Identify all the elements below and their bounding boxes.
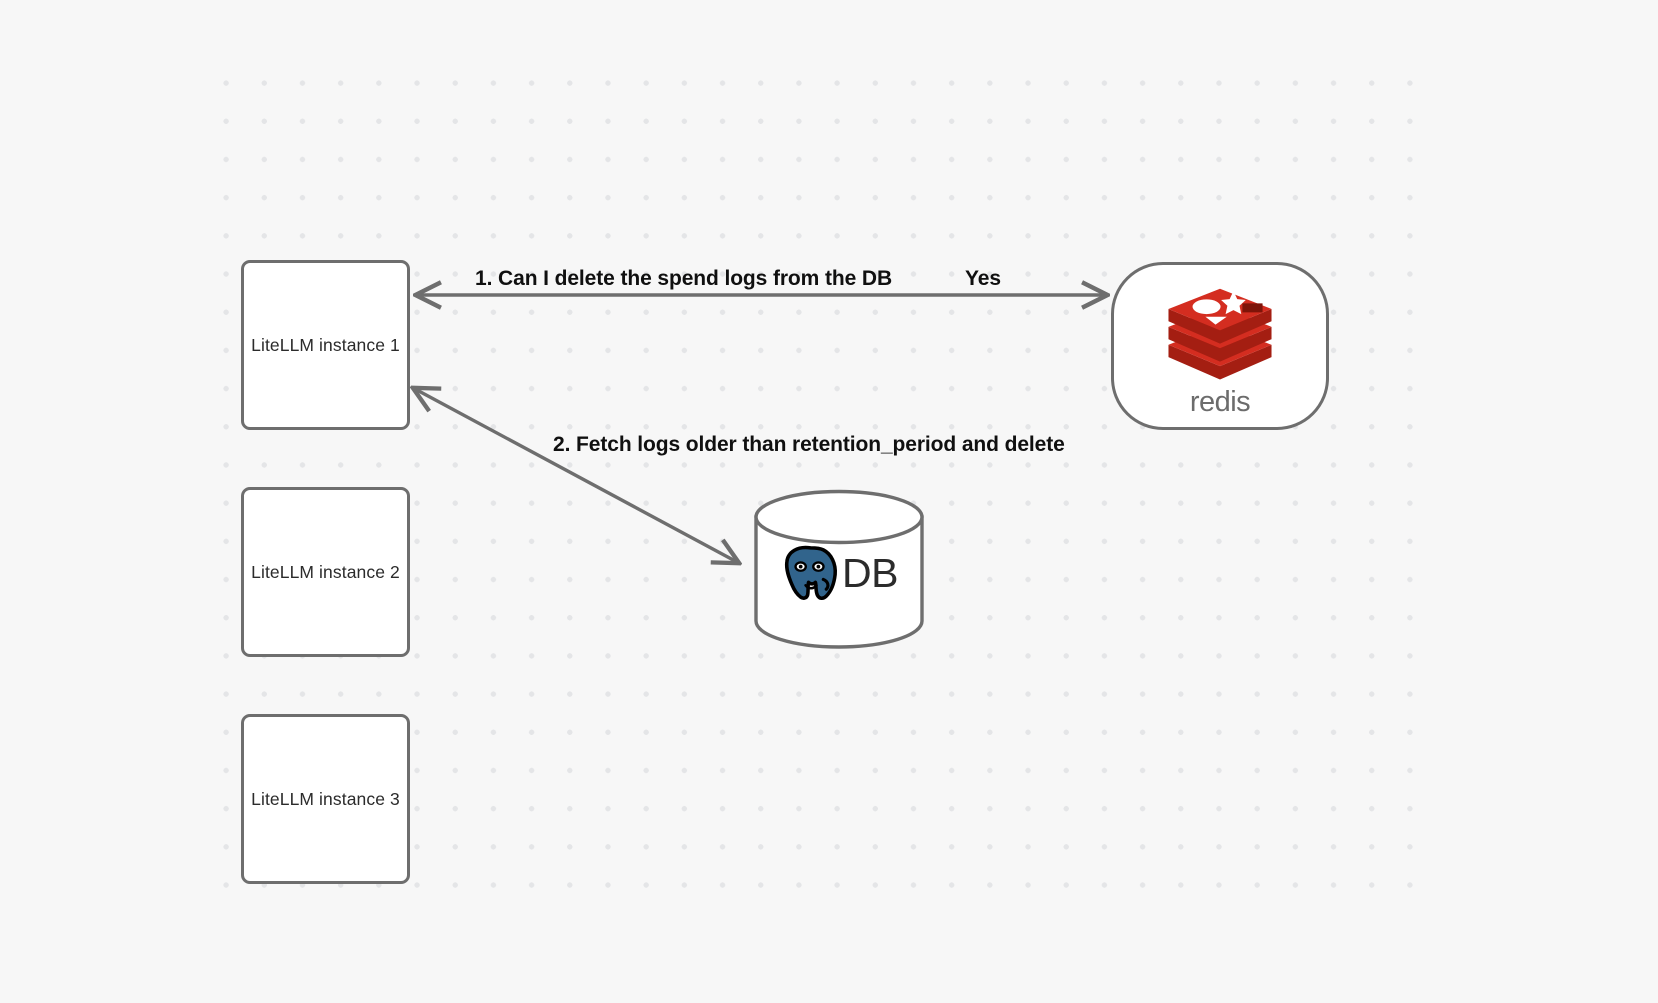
database-logo-group: DB xyxy=(753,523,925,623)
edge-label-step-2: 2. Fetch logs older than retention_perio… xyxy=(553,433,1065,456)
redis-logo-icon xyxy=(1168,288,1272,380)
node-litellm-instance-2[interactable]: LiteLLM instance 2 xyxy=(241,487,410,657)
database-label: DB xyxy=(842,549,898,596)
edge-label-step-1: 1. Can I delete the spend logs from the … xyxy=(475,267,893,290)
redis-wordmark: redis xyxy=(1190,386,1251,418)
node-litellm-instance-1[interactable]: LiteLLM instance 1 xyxy=(241,260,410,430)
edge-label-step-1-reply: Yes xyxy=(965,267,1001,290)
node-label-instance-3: LiteLLM instance 3 xyxy=(251,788,400,809)
node-redis[interactable]: redis xyxy=(1111,262,1329,430)
node-label-instance-2: LiteLLM instance 2 xyxy=(251,561,400,582)
edge-instance1-database xyxy=(415,389,737,562)
node-label-instance-1: LiteLLM instance 1 xyxy=(251,334,400,355)
node-database[interactable]: DB xyxy=(753,489,925,649)
postgresql-elephant-icon xyxy=(784,545,838,600)
svg-text:redis: redis xyxy=(1190,386,1250,418)
node-litellm-instance-3[interactable]: LiteLLM instance 3 xyxy=(241,714,410,884)
